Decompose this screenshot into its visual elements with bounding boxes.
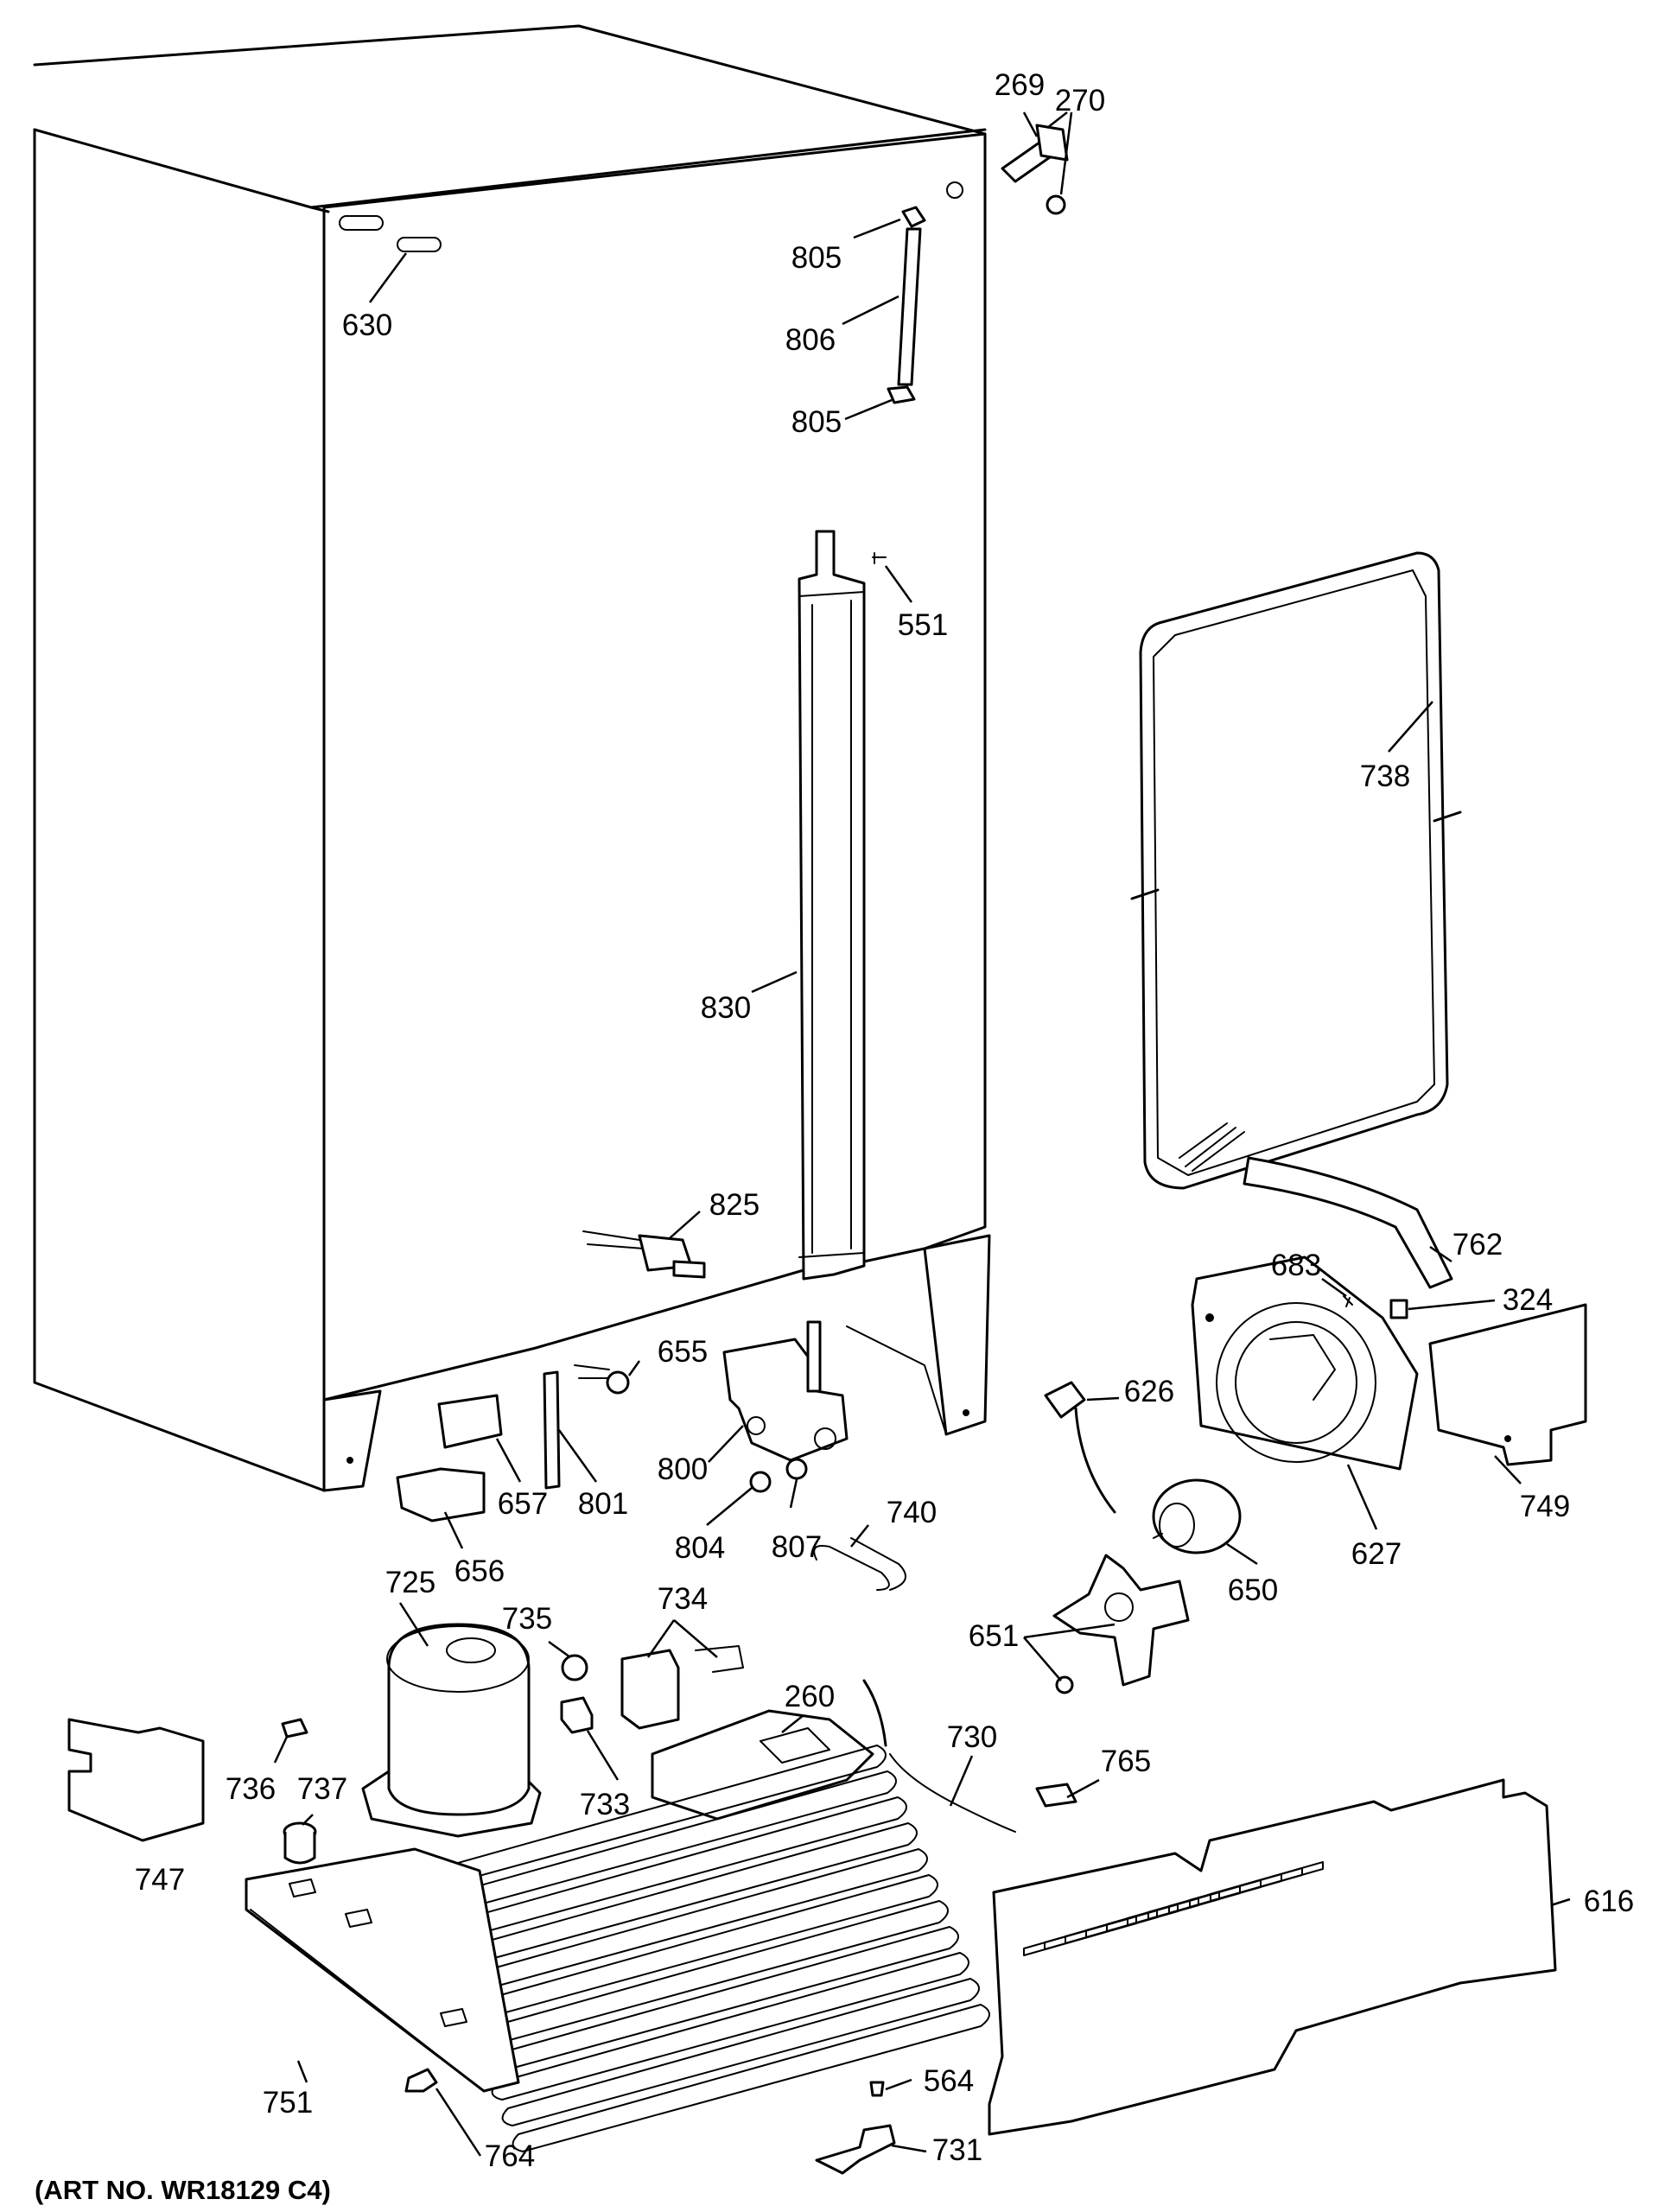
fan-motor-part	[1152, 1478, 1242, 1554]
grille-slot	[1210, 1861, 1324, 1902]
part-label-751: 751	[263, 2086, 313, 2120]
tube-part	[887, 206, 926, 404]
grille-part	[988, 1778, 1557, 2136]
compressor-part	[361, 1623, 542, 1838]
part-label-735: 735	[502, 1602, 552, 1636]
part-label-747: 747	[135, 1863, 185, 1897]
clip-765-part	[1035, 1783, 1077, 1808]
part-label-616: 616	[1584, 1885, 1634, 1918]
part-label-731: 731	[932, 2133, 982, 2167]
part-label-733: 733	[580, 1788, 630, 1821]
center-channel-part	[798, 530, 866, 1281]
ball-804-part	[749, 1471, 772, 1493]
clip-764-part	[404, 2068, 438, 2093]
leader-lines	[273, 111, 1571, 2157]
part-label-804: 804	[675, 1531, 725, 1565]
condenser-coil-loop	[491, 1952, 969, 2101]
part-label-269: 269	[995, 68, 1045, 102]
part-label-627: 627	[1351, 1537, 1402, 1571]
part-label-655: 655	[658, 1335, 708, 1369]
part-label-656: 656	[454, 1554, 505, 1588]
drain-pan-part	[651, 1709, 874, 1821]
part-label-830: 830	[701, 991, 751, 1025]
part-label-801: 801	[578, 1487, 628, 1521]
grommet-735-part	[561, 1654, 588, 1681]
part-label-825: 825	[709, 1188, 760, 1222]
water-valve-part	[722, 1320, 849, 1462]
ball-807-part	[785, 1458, 808, 1480]
grommet-737-part	[283, 1821, 317, 1865]
part-label-736: 736	[226, 1772, 276, 1806]
base-pan-part	[245, 1847, 520, 2093]
bracket-731-part	[815, 2124, 896, 2175]
grommet-736-part	[281, 1718, 308, 1738]
wire-harness-part	[582, 1230, 706, 1279]
part-label-657: 657	[498, 1487, 548, 1521]
part-label-764: 764	[485, 2139, 535, 2173]
part-label-740: 740	[887, 1496, 937, 1529]
door-gasket-part	[1130, 551, 1462, 1190]
screw-683-part	[1343, 1295, 1353, 1307]
part-label-806: 806	[785, 323, 836, 357]
foam-strip-part	[1243, 1156, 1453, 1289]
part-label-734: 734	[658, 1582, 708, 1616]
clips-740-part	[813, 1537, 906, 1591]
part-label-765: 765	[1101, 1745, 1151, 1778]
cover-747-part	[67, 1718, 205, 1842]
part-label-730: 730	[947, 1720, 997, 1754]
part-label-324: 324	[1503, 1283, 1553, 1317]
art-number: (ART NO. WR18129 C4)	[35, 2175, 331, 2205]
screw-564-part	[869, 2081, 885, 2097]
part-label-725: 725	[385, 1566, 435, 1599]
condenser-coil-loop	[501, 1978, 980, 2126]
part-label-651: 651	[969, 1619, 1019, 1653]
part-label-800: 800	[658, 1452, 708, 1486]
fan-blade-part	[1052, 1554, 1190, 1694]
water-fitting-part	[1001, 124, 1069, 215]
part-label-737: 737	[297, 1772, 347, 1806]
part-label-551: 551	[898, 608, 948, 642]
part-label-738: 738	[1360, 760, 1410, 793]
bracket-656-part	[396, 1467, 486, 1522]
capacitor-part	[574, 1364, 630, 1395]
cover-plate-part	[1428, 1303, 1587, 1466]
part-label-683: 683	[1271, 1249, 1321, 1282]
part-label-762: 762	[1452, 1228, 1503, 1262]
part-label-270: 270	[1055, 84, 1105, 118]
part-labels: 269 270 630 805 806 805 551 738 830 825 …	[135, 68, 1634, 2173]
clip-324-part	[1389, 1299, 1408, 1319]
part-label-749: 749	[1520, 1490, 1570, 1523]
condenser-coil-loop	[512, 2004, 990, 2152]
bracket-657-part	[437, 1394, 503, 1449]
screw-part	[872, 552, 887, 564]
relay-733-part	[560, 1696, 594, 1734]
part-label-564: 564	[924, 2064, 974, 2098]
tube-801-part	[543, 1370, 561, 1490]
grille-slots	[1023, 1861, 1324, 1956]
part-label-260: 260	[785, 1680, 835, 1713]
part-label-650: 650	[1228, 1573, 1278, 1607]
power-cord-part	[1044, 1381, 1116, 1514]
part-label-807: 807	[772, 1530, 822, 1564]
part-label-805-upper: 805	[791, 241, 842, 275]
part-label-630: 630	[342, 308, 392, 342]
fan-shroud-part	[1191, 1255, 1419, 1471]
relay-734-part	[620, 1645, 744, 1730]
part-label-805-lower: 805	[791, 405, 842, 439]
refrigerator-cabinet	[33, 24, 991, 1492]
part-label-626: 626	[1124, 1375, 1174, 1408]
